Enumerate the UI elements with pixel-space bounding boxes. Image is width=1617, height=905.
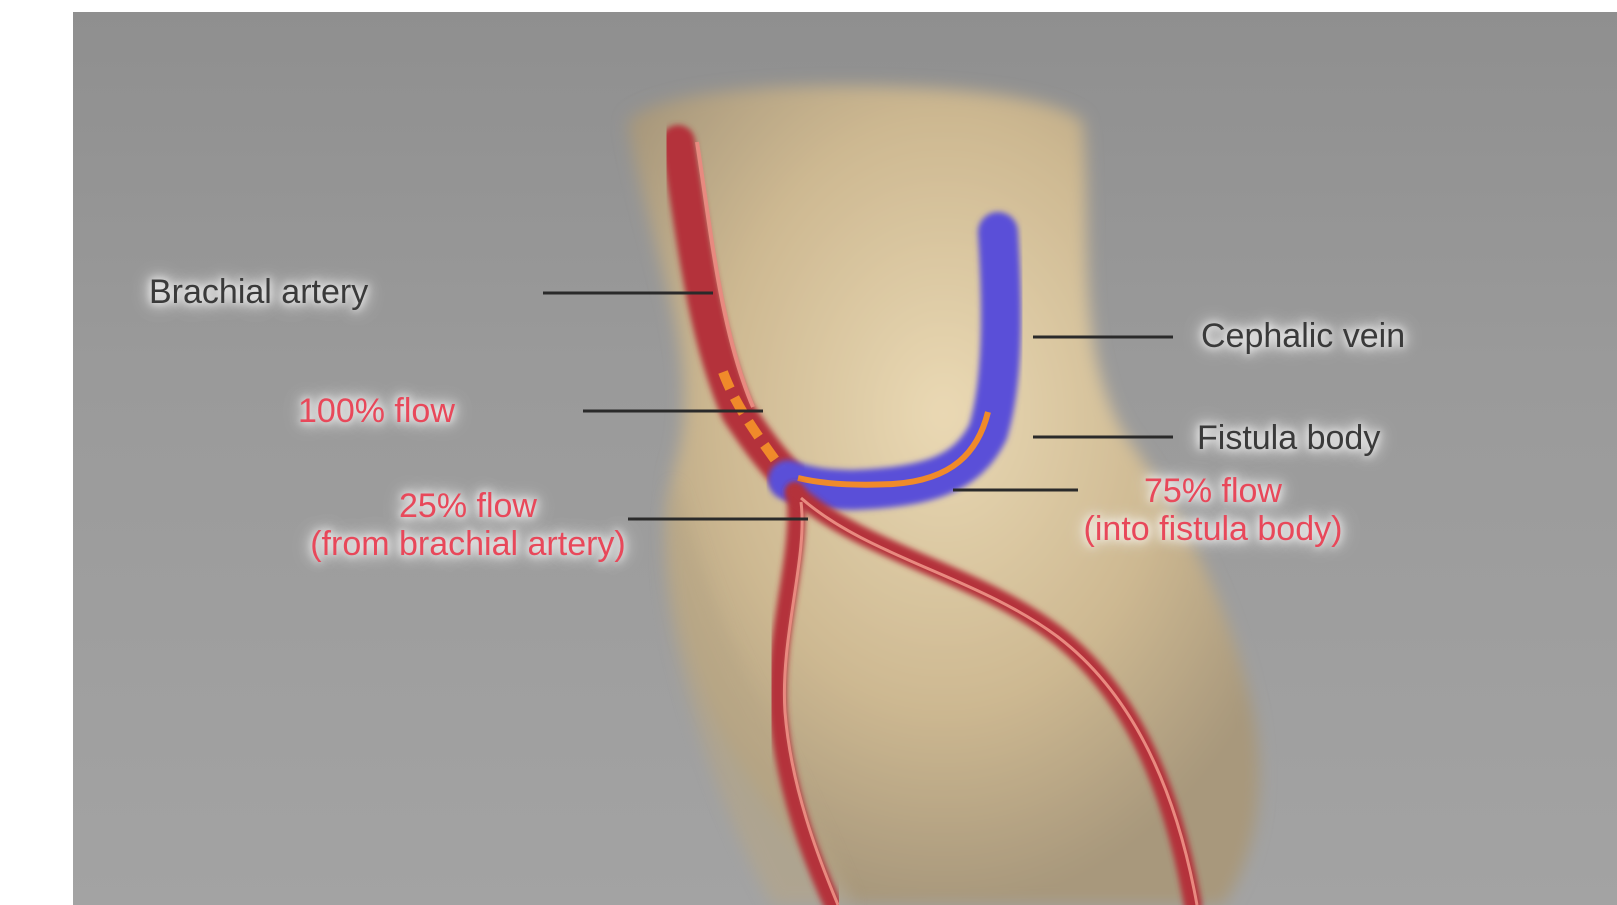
label-25-flow-line2: (from brachial artery)	[203, 525, 733, 563]
label-cephalic-vein: Cephalic vein	[1201, 317, 1405, 355]
label-25-flow: 25% flow (from brachial artery)	[203, 487, 733, 563]
label-75-flow-line2: (into fistula body)	[993, 510, 1433, 548]
label-fistula-body: Fistula body	[1197, 419, 1380, 457]
arm-illustration	[73, 12, 1617, 905]
label-brachial-artery: Brachial artery	[149, 273, 368, 311]
label-25-flow-line1: 25% flow	[203, 487, 733, 525]
label-75-flow-line1: 75% flow	[993, 472, 1433, 510]
label-75-flow: 75% flow (into fistula body)	[993, 472, 1433, 548]
label-100-flow: 100% flow	[298, 392, 455, 430]
fistula-diagram: Brachial artery Cephalic vein 100% flow …	[73, 12, 1617, 905]
